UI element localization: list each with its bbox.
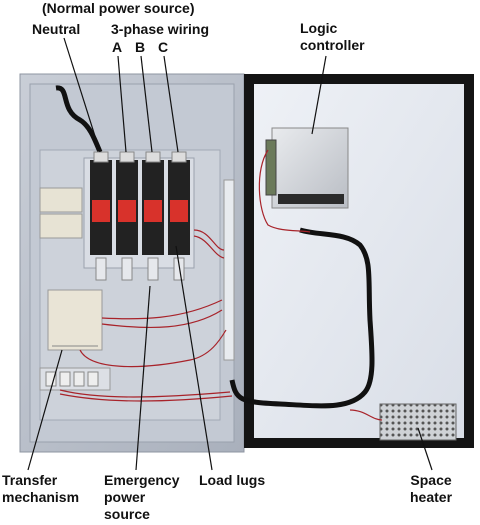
breaker-c — [168, 152, 190, 255]
breaker-block — [84, 152, 194, 280]
breaker-a — [116, 152, 138, 255]
breaker-neutral — [90, 152, 112, 255]
terminal-strip — [40, 368, 110, 390]
breaker-b — [142, 152, 164, 255]
transfer-mechanism — [48, 290, 102, 350]
terminal-rail — [224, 180, 234, 360]
